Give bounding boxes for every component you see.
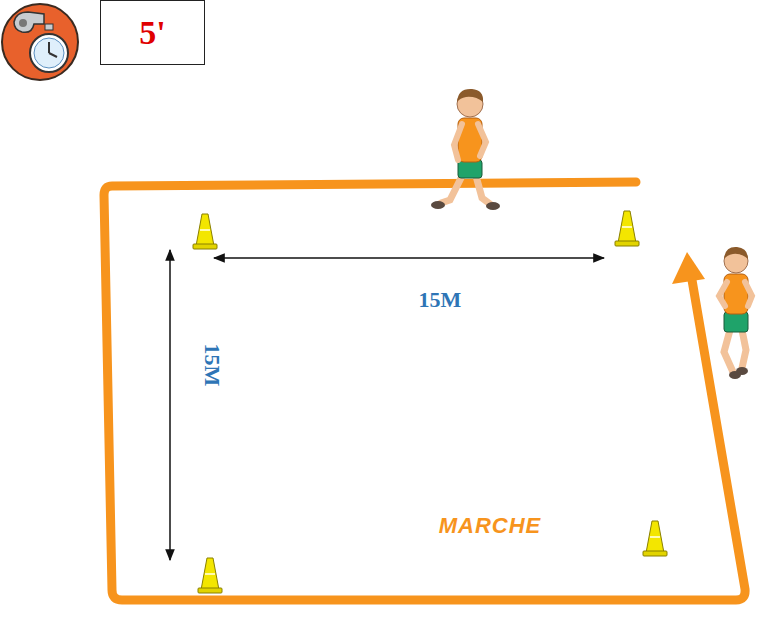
cone: [193, 214, 217, 249]
cone: [615, 211, 639, 246]
timer-icon: [2, 4, 78, 80]
dimension-arrow: [169, 250, 171, 560]
duration-text: 5': [139, 14, 165, 51]
walking-track: [104, 182, 745, 600]
dimension-label: 15M: [200, 344, 224, 387]
cone: [198, 558, 222, 593]
walking-person: [431, 89, 500, 210]
cone: [643, 521, 667, 556]
dimension-arrow: [214, 257, 604, 259]
activity-label: MARCHE: [439, 514, 542, 538]
dimension-label: 15M: [419, 288, 462, 312]
running-person: [719, 247, 752, 379]
duration-box: 5': [100, 0, 205, 65]
